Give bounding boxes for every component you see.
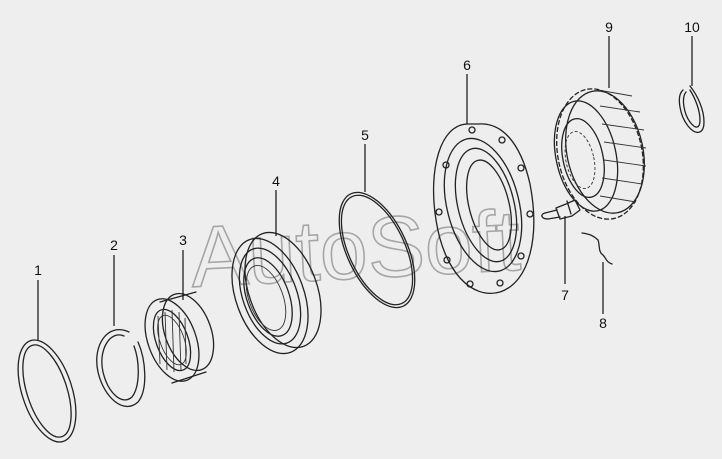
callout-10: 10 [684, 19, 700, 35]
part-4-oil-seal [231, 231, 322, 355]
callout-3: 3 [179, 232, 187, 248]
part-1-ring [17, 339, 77, 443]
callout-1: 1 [34, 262, 42, 278]
callout-6: 6 [463, 57, 471, 73]
part-6-flange-cover [432, 123, 535, 294]
watermark-text: AutoSoft [188, 193, 523, 306]
callout-5: 5 [361, 127, 369, 143]
part-7-bolt [541, 199, 581, 220]
callout-2: 2 [110, 237, 118, 253]
part-3-roller-bearing [144, 291, 215, 384]
callout-9: 9 [605, 19, 613, 35]
callout-7: 7 [561, 287, 569, 303]
part-9-gear [553, 88, 647, 220]
part-5-o-ring [338, 191, 416, 309]
part-2-snap-ring [96, 329, 146, 408]
part-10-snap-ring [678, 85, 705, 133]
callout-4: 4 [272, 173, 280, 189]
callout-8: 8 [599, 315, 607, 331]
part-8-shim [581, 232, 613, 265]
